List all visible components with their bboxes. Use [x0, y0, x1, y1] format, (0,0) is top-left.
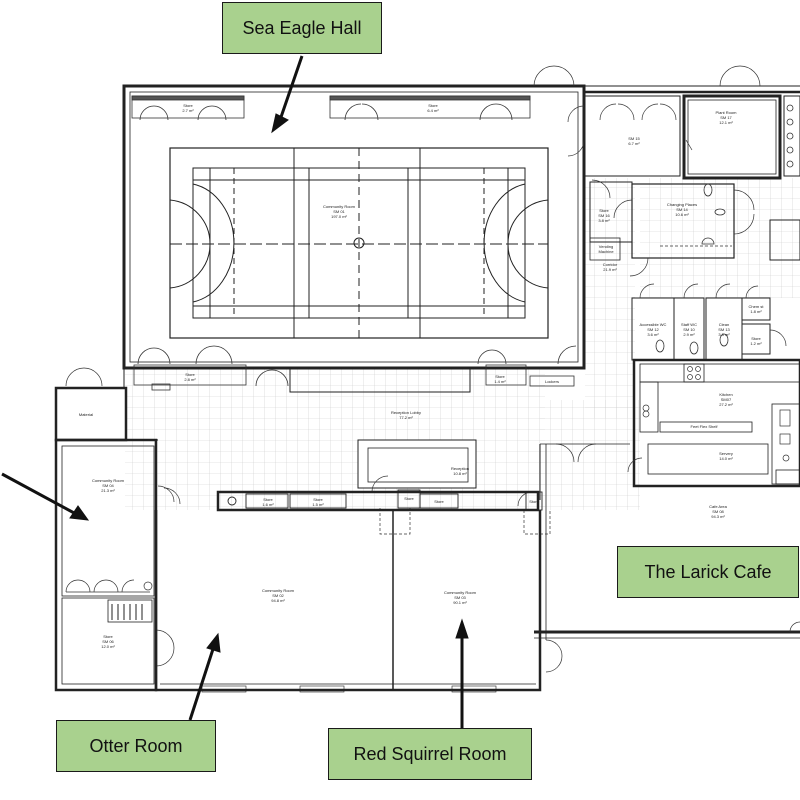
- east-block-doors: [533, 65, 787, 347]
- kitchen-area: 27.2 m²: [719, 402, 733, 407]
- otter-room-area: 94.8 m²: [271, 598, 285, 603]
- community-left-name: Community Room: [92, 478, 125, 483]
- store-otter-code: SM 06: [102, 639, 114, 644]
- cleaner-code: SM 13: [718, 327, 730, 332]
- cleaner-area: 3.3 m²: [718, 332, 730, 337]
- store-top-mid-area: 6.4 m²: [427, 108, 439, 113]
- store-row-1-name: Store: [263, 497, 273, 502]
- staff-wc-code: SM 10: [683, 327, 695, 332]
- lobby-area: 77.2 m²: [399, 415, 413, 420]
- store-small-area: 1.2 m²: [750, 341, 762, 346]
- vending-line2: Machine: [598, 249, 614, 254]
- changing-name: Changing Places: [667, 202, 697, 207]
- reception-area: 10.8 m²: [453, 471, 467, 476]
- squirrel-room-area: 90.1 m²: [453, 600, 467, 605]
- lobby-name: Reception Lobby: [391, 410, 421, 415]
- store-bottom-right-name: Store: [495, 374, 505, 379]
- store-top-left-area: 2.7 m²: [182, 108, 194, 113]
- callout-otter-room: Otter Room: [56, 720, 216, 772]
- hall-room-area: 197.0 m²: [331, 214, 347, 219]
- servery-area: 14.0 m²: [719, 456, 733, 461]
- sanitary-fixtures: [655, 104, 794, 355]
- community-left-code: SM 04: [102, 483, 114, 488]
- squirrel-room-name: Community Room: [444, 590, 477, 595]
- sports-court: [169, 147, 549, 339]
- south-rooms-walls: [154, 510, 542, 693]
- shelf-label: Feet Flex Shelf: [691, 424, 719, 429]
- staff-wc-area: 2.9 m²: [683, 332, 695, 337]
- store-top-mid-name: Store: [428, 103, 438, 108]
- material-label: Material: [79, 412, 93, 417]
- community-left-area: 21.3 m²: [101, 488, 115, 493]
- callout-arrows: [1, 55, 469, 730]
- callout-red-squirrel-room: Red Squirrel Room: [328, 728, 532, 780]
- right-tile-floor: [640, 178, 800, 298]
- hall-walls: [122, 84, 586, 370]
- squirrel-room-code: SM 03: [454, 595, 466, 600]
- store-row-4-name: Store: [434, 499, 444, 504]
- otter-room-name: Community Room: [262, 588, 295, 593]
- store-row-2-area: 1.5 m²: [312, 502, 324, 507]
- hall-top-stores: [131, 95, 531, 121]
- cafe-area-code: SM 08: [712, 509, 724, 514]
- kitchen-name: Kitchen: [719, 392, 732, 397]
- store-side-area: 3.8 m²: [598, 218, 610, 223]
- plant-room-name: Plant Room: [716, 110, 738, 115]
- vending-line1: Vending: [599, 244, 613, 249]
- plant-room-area: 12.1 m²: [719, 120, 733, 125]
- hall-bottom-stores: [133, 345, 577, 391]
- store-otter-name: Store: [103, 634, 113, 639]
- kitchen-fixtures: [545, 366, 800, 673]
- left-wing-doors: [65, 579, 175, 667]
- lobby-tile-floor: [125, 368, 545, 510]
- corridor-tile-floor: [585, 178, 635, 418]
- store-side-code: SM 16: [598, 213, 610, 218]
- lobby-east-tiles: [540, 400, 640, 510]
- store-row-3-name: Store: [404, 496, 414, 501]
- corridor-area: 21.9 m²: [603, 267, 617, 272]
- callout-sea-eagle-hall: Sea Eagle Hall: [222, 2, 382, 54]
- store-side-name: Store: [599, 208, 609, 213]
- plant-room-code: SM 17: [720, 115, 732, 120]
- hall-room-name: Community Room: [323, 204, 356, 209]
- corridor-name: Corridor: [603, 262, 618, 267]
- changing-area: 10.6 m²: [675, 212, 689, 217]
- store-top-left-name: Store: [183, 103, 193, 108]
- changing-code: SM 14: [676, 207, 688, 212]
- cafe-area-name: Cafe Area: [709, 504, 728, 509]
- store-row-1-area: 1.6 m²: [262, 502, 274, 507]
- store-bottom-left-name: Store: [185, 372, 195, 377]
- store-upper-right-area: 6.7 m²: [628, 141, 640, 146]
- cafe-area-area: 94.3 m²: [711, 514, 725, 519]
- servery-name: Servery: [719, 451, 733, 456]
- store-bottom-right-area: 1.4 m²: [494, 379, 506, 384]
- chem-area: 1.8 m²: [750, 309, 762, 314]
- store-right-tiny-name: Store: [529, 499, 539, 504]
- callout-larick-cafe: The Larick Cafe: [617, 546, 799, 598]
- lobby-store-row: [216, 489, 543, 512]
- hall-room-code: SM 01: [333, 209, 345, 214]
- accessible-wc-area: 3.6 m²: [647, 332, 659, 337]
- store-row-2-name: Store: [313, 497, 323, 502]
- otter-room-code: SM 02: [272, 593, 284, 598]
- east-block-walls: [583, 85, 800, 361]
- kitchen-cafe-walls: [534, 358, 800, 640]
- staff-wc-name: Staff WC: [681, 322, 697, 327]
- store-upper-right-code: SM 15: [628, 136, 640, 141]
- kitchen-code: SM07: [721, 397, 732, 402]
- lockers-label: Lockers: [545, 379, 559, 384]
- accessible-wc-name: Accessible WC: [640, 322, 667, 327]
- chem-name: Chem st: [749, 304, 765, 309]
- store-small-name: Store: [751, 336, 761, 341]
- reception-name: Reception: [451, 466, 469, 471]
- cleaner-name: Clean: [719, 322, 729, 327]
- store-bottom-left-area: 2.8 m²: [184, 377, 196, 382]
- store-otter-area: 12.0 m²: [101, 644, 115, 649]
- accessible-wc-code: SM 12: [647, 327, 659, 332]
